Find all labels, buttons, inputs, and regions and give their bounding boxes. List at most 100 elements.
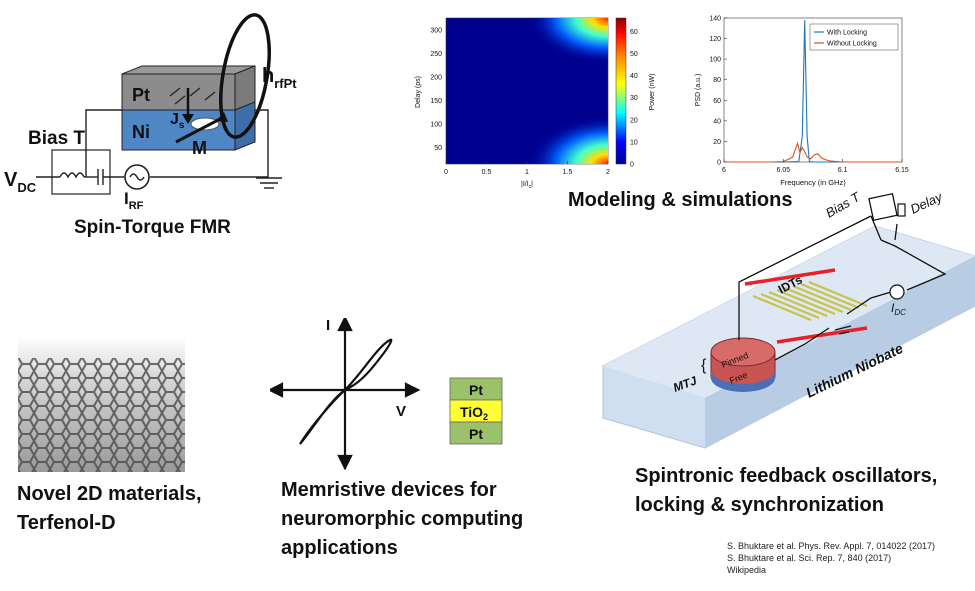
reference-1: S. Bhuktare et al. Phys. Rev. Appl. 7, 0… [727,541,935,551]
heatmap-xlabel: |I/Ic| [521,181,533,190]
oscillators-caption: Spintronic feedback oscillators, locking… [635,462,937,520]
heatmap-figure: 0 0.5 1 1.5 2 50 100 150 200 250 300 0 10 20 30 40 50 6… [415,17,656,190]
reference-2: S. Bhuktare et al. Sci. Rep. 7, 840 (201… [727,553,892,563]
series-with-locking [724,20,902,163]
psd-y-tick: 60 [713,98,721,105]
pt-layer-top [121,65,256,75]
modeling-caption: Modeling & simulations [568,189,793,211]
references: S. Bhuktare et al. Phys. Rev. Appl. 7, 0… [727,540,935,576]
legend-with-locking: With Locking [827,30,867,37]
fmr-diagram: Pt Ni Js M hrfPt Bias T VDC IRF [4,13,297,210]
stack-middle-label: TiO2 [460,404,488,422]
m-label: M [192,138,207,158]
psd-y-tick: 120 [709,36,721,43]
irf-label: IRF [124,189,144,210]
memristor-iv-diagram: I V Pt TiO2 Pt [270,318,503,470]
heatmap-x-tick: 1 [525,169,529,176]
stack-bottom-label: Pt [469,426,483,442]
reference-3: Wikipedia [727,565,767,575]
osc-delay-label: Delay [908,188,946,216]
memristive-caption-line1: Memristive devices for [281,479,497,501]
heatmap-colorbar-ticks: 0 10 20 30 40 50 60 [630,29,638,169]
colorbar-tick: 40 [630,73,638,80]
psd-xlabel: Frequency (in GHz) [780,178,846,187]
psd-chart: 6 6.05 6.1 6.15 0 20 40 60 80 100 120 140 With Loc… [695,16,909,188]
bias-t-box [868,192,898,222]
m-arrow [175,116,223,144]
heatmap-x-ticks: 0 0.5 1 1.5 2 [444,161,610,176]
heatmap-ylabel: Delay (ps) [415,76,422,108]
heatmap-x-tick: 2 [606,169,610,176]
colorbar [615,17,627,165]
idts [744,268,868,344]
materials-caption-line2: Terfenol-D [17,512,116,534]
hrf-loop [219,13,271,139]
oscillators-caption-line2: locking & synchronization [635,494,884,516]
oscillators-caption-line1: Spintronic feedback oscillators, [635,465,938,487]
psd-y-tick: 40 [713,118,721,125]
oscillator-wiring [738,215,947,361]
bias-t-label: Bias T [28,128,85,149]
psd-y-tick: 100 [709,57,721,64]
osc-bias-t-label: Bias T [823,189,863,221]
psd-ylabel: PSD (a.u.) [695,74,702,107]
2d-material-image [18,336,185,472]
ni-layer [121,109,236,151]
hrf-label: hrfPt [262,65,297,91]
idc-source-icon [889,284,905,300]
psd-legend: With Locking Without Locking [809,23,899,51]
colorbar-tick: 20 [630,117,638,124]
materials-caption: Novel 2D materials, Terfenol-D [17,480,202,538]
pt-label: Pt [132,85,150,105]
heatmap-y-tick: 150 [430,98,442,105]
psd-x-tick: 6.15 [895,167,909,174]
oscillator-diagram: Bias T Delay IDTs IDC Pinned Free MTJ { … [602,188,975,449]
heatmap-y-tick: 50 [434,145,442,152]
psd-y-ticks: 0 20 40 60 80 100 120 140 [709,16,727,167]
colorbar-label: Power (nW) [649,74,656,111]
heatmap-x-tick: 1.5 [563,169,573,176]
psd-y-tick: 0 [717,160,721,167]
ni-label: Ni [132,122,150,142]
mtj-pillar [710,337,776,392]
materials-caption-line1: Novel 2D materials, [17,483,202,505]
heatmap-y-tick: 200 [430,74,442,81]
ground-icon [834,325,852,335]
heatmap-y-tick: 100 [430,121,442,128]
axis-i-label: I [326,318,330,334]
memristive-caption: Memristive devices for neuromorphic comp… [281,476,523,563]
psd-y-tick: 20 [713,139,721,146]
colorbar-tick: 30 [630,95,638,102]
stack-top-label: Pt [469,382,483,398]
colorbar-tick: 60 [630,29,638,36]
heatmap-y-ticks: 50 100 150 200 250 300 [430,27,442,152]
psd-y-tick: 80 [713,77,721,84]
spin-arrows [169,87,216,105]
psd-x-ticks: 6 6.05 6.1 6.15 [722,159,909,174]
series-without-locking [724,141,902,163]
pt-layer [121,73,236,111]
memristive-caption-line3: applications [281,537,398,559]
js-label: Js [170,111,185,131]
fmr-caption: Spin-Torque FMR [74,217,231,238]
colorbar-tick: 10 [630,139,638,146]
psd-x-tick: 6.05 [777,167,791,174]
stack-bottom-pt [449,421,503,445]
mtj-brace: { [701,357,707,374]
heatmap-y-tick: 250 [430,51,442,58]
idc-label: IDC [891,301,906,317]
psd-x-tick: 6.1 [838,167,848,174]
memristive-caption-line2: neuromorphic computing [281,508,524,530]
axis-v-label: V [396,403,406,420]
colorbar-tick: 50 [630,51,638,58]
delay-box [897,203,906,217]
colorbar-tick: 0 [630,162,634,169]
psd-x-tick: 6 [722,167,726,174]
heatmap-y-tick: 300 [430,27,442,34]
hysteresis-loop [299,338,393,445]
vdc-label: VDC [4,169,37,195]
legend-without-locking: Without Locking [827,41,877,48]
heatmap-x-tick: 0 [444,169,448,176]
psd-y-tick: 140 [709,16,721,23]
heatmap-x-tick: 0.5 [482,169,492,176]
